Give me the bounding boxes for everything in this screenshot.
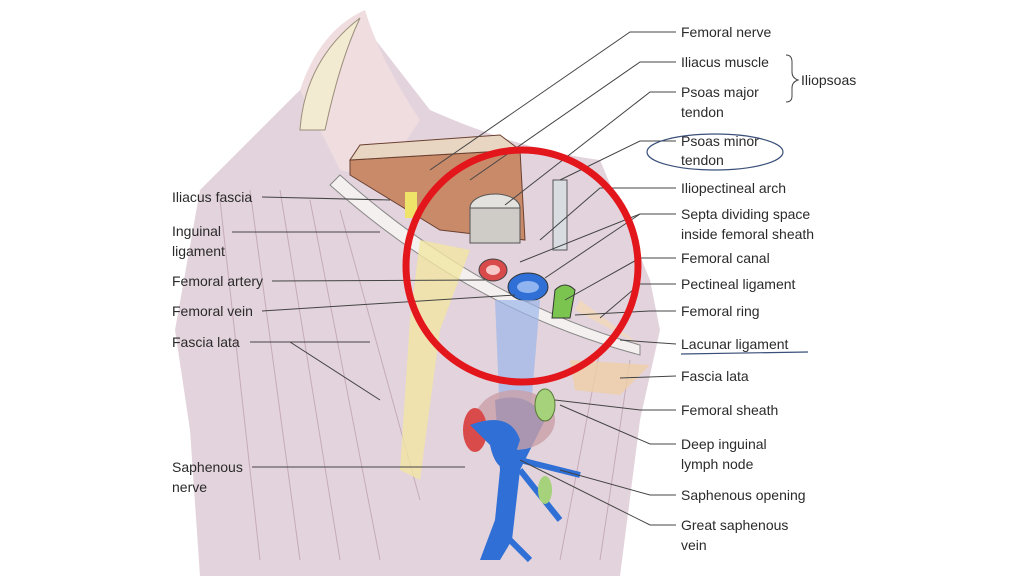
femoral-nerve	[400, 240, 470, 480]
label-septa-line2: inside femoral sheath	[681, 226, 815, 242]
femoral-canal-node	[551, 284, 576, 319]
label-great-saphenous-line2: vein	[681, 537, 707, 553]
label-septa-line1: Septa dividing space	[681, 206, 811, 222]
label-psoas-minor-line2: tendon	[681, 152, 724, 168]
lacunar-ligament	[575, 300, 640, 345]
deep-inguinal-lymph-node	[534, 388, 556, 422]
label-psoas-minor-line1: Psoas minor	[681, 133, 759, 149]
label-saphenous-opening: Saphenous opening	[681, 487, 806, 503]
label-great-saphenous-line1: Great saphenous	[681, 517, 789, 533]
label-iliacus-muscle: Iliacus muscle	[681, 54, 769, 70]
label-saphenous-nerve-line2: nerve	[172, 479, 208, 495]
label-psoas-major-line2: tendon	[681, 104, 724, 120]
label-pectineal-ligament: Pectineal ligament	[681, 276, 796, 292]
leader-lines	[232, 31, 800, 526]
red-annotation-circle	[402, 146, 642, 386]
handwritten-circle-psoas-minor	[646, 133, 784, 171]
label-deep-inguinal-line2: lymph node	[681, 456, 754, 472]
label-femoral-sheath: Femoral sheath	[681, 402, 779, 418]
label-femoral-canal: Femoral canal	[681, 250, 770, 266]
fascia-lata-patch	[570, 360, 650, 395]
label-psoas-major-line1: Psoas major	[681, 84, 759, 100]
label-fascia-lata-left: Fascia lata	[172, 334, 240, 350]
label-femoral-ring: Femoral ring	[681, 303, 760, 319]
femoral-vein-lower	[495, 300, 540, 420]
label-saphenous-nerve-line1: Saphenous	[172, 459, 243, 475]
label-iliopsoas: Iliopsoas	[801, 72, 857, 88]
handwritten-underline-lacunar	[680, 351, 809, 355]
label-femoral-vein: Femoral vein	[172, 303, 253, 319]
label-iliacus-fascia: Iliacus fascia	[172, 189, 253, 205]
label-fascia-lata-right: Fascia lata	[681, 368, 749, 384]
label-femoral-nerve: Femoral nerve	[681, 24, 772, 40]
label-inguinal-ligament-line2: ligament	[172, 243, 225, 259]
label-inguinal-ligament-line1: Inguinal	[172, 223, 222, 239]
label-iliopectineal-arch: Iliopectineal arch	[681, 180, 787, 196]
label-deep-inguinal-line1: Deep inguinal	[681, 436, 767, 452]
label-lacunar-ligament: Lacunar ligament	[681, 336, 789, 352]
label-femoral-artery: Femoral artery	[172, 273, 264, 289]
iliacus-fascia-strip	[405, 192, 417, 218]
psoas-minor-tendon	[552, 179, 568, 251]
iliac-bone-crest	[299, 17, 361, 131]
